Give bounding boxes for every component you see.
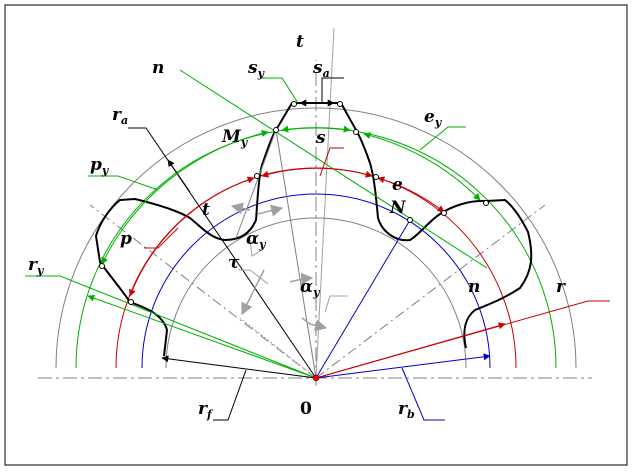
label-ry: ry xyxy=(28,255,45,277)
radial-line-right xyxy=(315,204,546,379)
addendum-circle xyxy=(55,107,577,369)
ey-arc xyxy=(363,132,481,201)
label-t-mid: t xyxy=(202,200,210,220)
label-ey: ey xyxy=(424,107,443,129)
label-r: r xyxy=(556,277,566,297)
label-origin: 0 xyxy=(300,399,312,419)
label-py: py xyxy=(90,155,110,177)
py-leader xyxy=(88,175,159,191)
root-circle xyxy=(165,217,467,369)
point-p-left xyxy=(128,299,134,305)
label-t-top: t xyxy=(296,32,304,52)
center-point-O xyxy=(312,374,320,382)
rf-leader xyxy=(213,369,247,421)
label-e: e xyxy=(392,175,403,195)
p-arc xyxy=(129,176,255,297)
label-sy: sy xyxy=(247,58,266,80)
alpha-y-bot-leader xyxy=(324,295,348,313)
point-ey-right xyxy=(483,200,489,206)
label-n-top: n xyxy=(152,58,164,78)
label-N: N xyxy=(389,198,407,218)
point-N xyxy=(407,217,413,223)
tooth-profile xyxy=(94,102,533,357)
label-tau: τ xyxy=(228,253,240,273)
sy-leader xyxy=(260,77,299,104)
point-My xyxy=(273,127,279,133)
label-alpha-y-top: αy xyxy=(246,229,267,251)
point-py-left xyxy=(99,263,105,269)
radial-to-tau xyxy=(239,317,317,379)
label-rb: rb xyxy=(398,399,415,421)
tau-arrow xyxy=(241,269,265,316)
rb-leader xyxy=(401,367,445,421)
radial-to-My xyxy=(275,129,317,379)
label-n-right: n xyxy=(468,277,480,297)
label-sa: sa xyxy=(312,58,330,80)
sy-arc xyxy=(281,125,351,133)
rf-radius xyxy=(161,355,317,379)
point-sa-right xyxy=(337,101,343,107)
r-radius xyxy=(315,322,506,379)
sa-leader xyxy=(321,77,344,103)
s-leader xyxy=(319,147,344,177)
e-arc xyxy=(377,176,445,213)
rb-radius xyxy=(315,353,491,379)
s-arc xyxy=(261,167,373,178)
point-sy-right xyxy=(353,129,359,135)
p-leader xyxy=(144,227,179,249)
point-sa-left xyxy=(291,101,297,107)
ey-leader xyxy=(419,126,466,151)
label-rf: rf xyxy=(198,399,214,421)
diagram-border xyxy=(4,4,628,466)
point-e-right xyxy=(441,210,447,216)
point-s-right xyxy=(373,174,379,180)
point-s-left xyxy=(254,173,260,179)
label-ra: ra xyxy=(112,105,128,127)
ry-radius xyxy=(87,294,317,379)
label-p: p xyxy=(120,229,132,249)
t-arrow-right xyxy=(257,204,284,217)
ra-leader xyxy=(128,127,317,379)
alpha-arc-lower xyxy=(289,272,314,285)
ry-leader xyxy=(25,275,317,379)
label-s: s xyxy=(315,128,326,148)
radial-to-N xyxy=(315,219,411,379)
alpha-arc-lower-inner xyxy=(301,317,328,332)
label-My: My xyxy=(221,127,249,149)
label-alpha-y-bot: αy xyxy=(300,277,321,299)
